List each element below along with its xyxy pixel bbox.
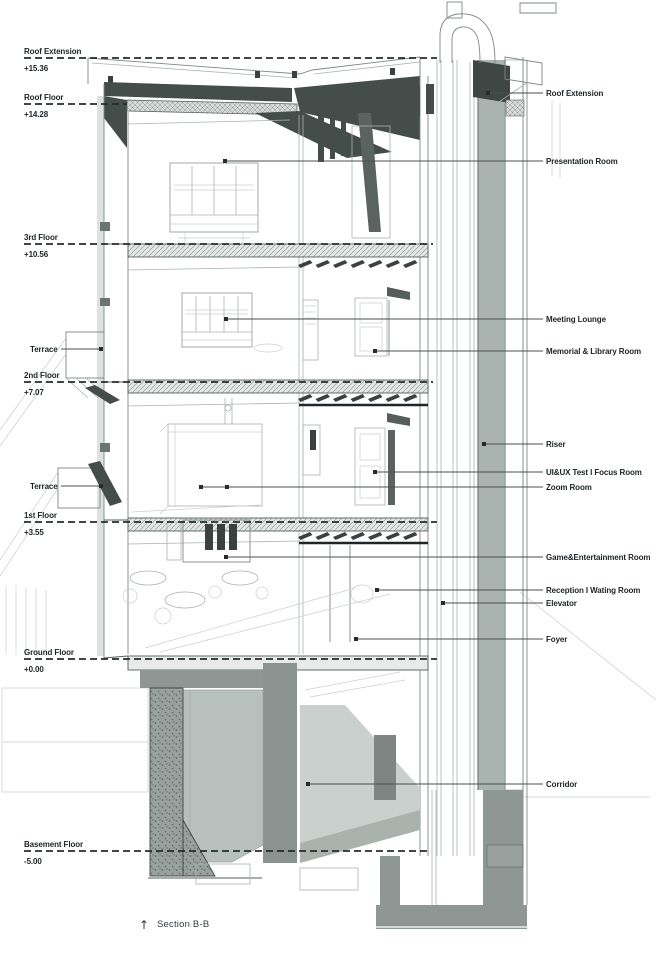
- level-elev-2nd-floor: +7.07: [24, 388, 44, 397]
- room-label-memorial-library-room: Memorial & Library Room: [546, 347, 641, 356]
- room-label-meeting-lounge: Meeting Lounge: [546, 315, 607, 324]
- terrace-upper: [65, 331, 120, 404]
- level-elev-roof-extension: +15.36: [24, 64, 49, 73]
- room-label-zoom-room: Zoom Room: [546, 483, 592, 492]
- terrace-label-lower: Terrace: [30, 482, 58, 491]
- roof-fascia: [104, 82, 292, 102]
- corridor-wall: [300, 705, 420, 843]
- room-label-riser: Riser: [546, 440, 566, 449]
- leader-lines: [61, 91, 543, 786]
- level-name-2nd-floor: 2nd Floor: [24, 371, 60, 380]
- elevator-shaft: [376, 57, 528, 929]
- roof-extension-box: [473, 56, 543, 117]
- concrete-retaining-wall: [149, 687, 184, 877]
- level-name-3rd-floor: 3rd Floor: [24, 233, 58, 242]
- level-name-basement-floor: Basement Floor: [24, 840, 83, 849]
- corridor-floor: [300, 810, 420, 863]
- drawing-title: ↑ Section B-B: [139, 918, 209, 932]
- north-arrow-icon: ↑: [139, 918, 149, 932]
- terrace-label-upper: Terrace: [30, 345, 58, 354]
- level-name-roof-floor: Roof Floor: [24, 93, 63, 102]
- room-label-uiux-test-focus-room: UI&UX Test I Focus Room: [546, 468, 642, 477]
- roof-soffit-wedge: [294, 76, 420, 140]
- basement: [140, 591, 656, 891]
- level-labels: Roof Extension +15.36 Roof Floor +14.28 …: [24, 47, 83, 866]
- adjacent-structures: [0, 337, 149, 793]
- room-label-foyer: Foyer: [546, 635, 567, 644]
- terrace-lower: [57, 461, 122, 509]
- level-name-roof-extension: Roof Extension: [24, 47, 81, 56]
- stair-flight-2nd: [298, 394, 428, 407]
- presentation-room: [169, 84, 434, 244]
- interior-partitions: [127, 57, 561, 905]
- stair-flights: [298, 260, 428, 545]
- meeting-lounge: [181, 287, 410, 361]
- elevator-pit: [376, 905, 527, 929]
- level-elev-roof-floor: +14.28: [24, 110, 49, 119]
- ground-floor-room: [122, 519, 391, 653]
- vent-duct: [439, 1, 557, 64]
- room-labels: Roof Extension Presentation Room Meeting…: [546, 89, 650, 789]
- level-lines: [24, 57, 437, 852]
- level-elev-basement-floor: -5.00: [24, 857, 42, 866]
- room-label-elevator: Elevator: [546, 599, 577, 608]
- room-label-presentation-room: Presentation Room: [546, 157, 618, 166]
- level-name-ground-floor: Ground Floor: [24, 648, 74, 657]
- room-label-reception-waiting-room: Reception I Wating Room: [546, 586, 640, 595]
- level-elev-ground-floor: +0.00: [24, 665, 44, 674]
- level-elev-3rd-floor: +10.56: [24, 250, 49, 259]
- room-label-roof-extension: Roof Extension: [546, 89, 603, 98]
- left-wall: [97, 84, 129, 659]
- drawing-title-text: Section B-B: [157, 919, 209, 930]
- room-label-game-entertainment-room: Game&Entertainment Room: [546, 553, 650, 562]
- level-name-1st-floor: 1st Floor: [24, 511, 57, 520]
- riser-shaft: [478, 60, 505, 790]
- stair-flight-1st: [298, 532, 428, 545]
- stair-flight-3rd: [298, 260, 418, 268]
- roof: [87, 56, 421, 232]
- zoom-room: [131, 398, 410, 515]
- room-label-corridor: Corridor: [546, 780, 577, 789]
- level-elev-1st-floor: +3.55: [24, 528, 44, 537]
